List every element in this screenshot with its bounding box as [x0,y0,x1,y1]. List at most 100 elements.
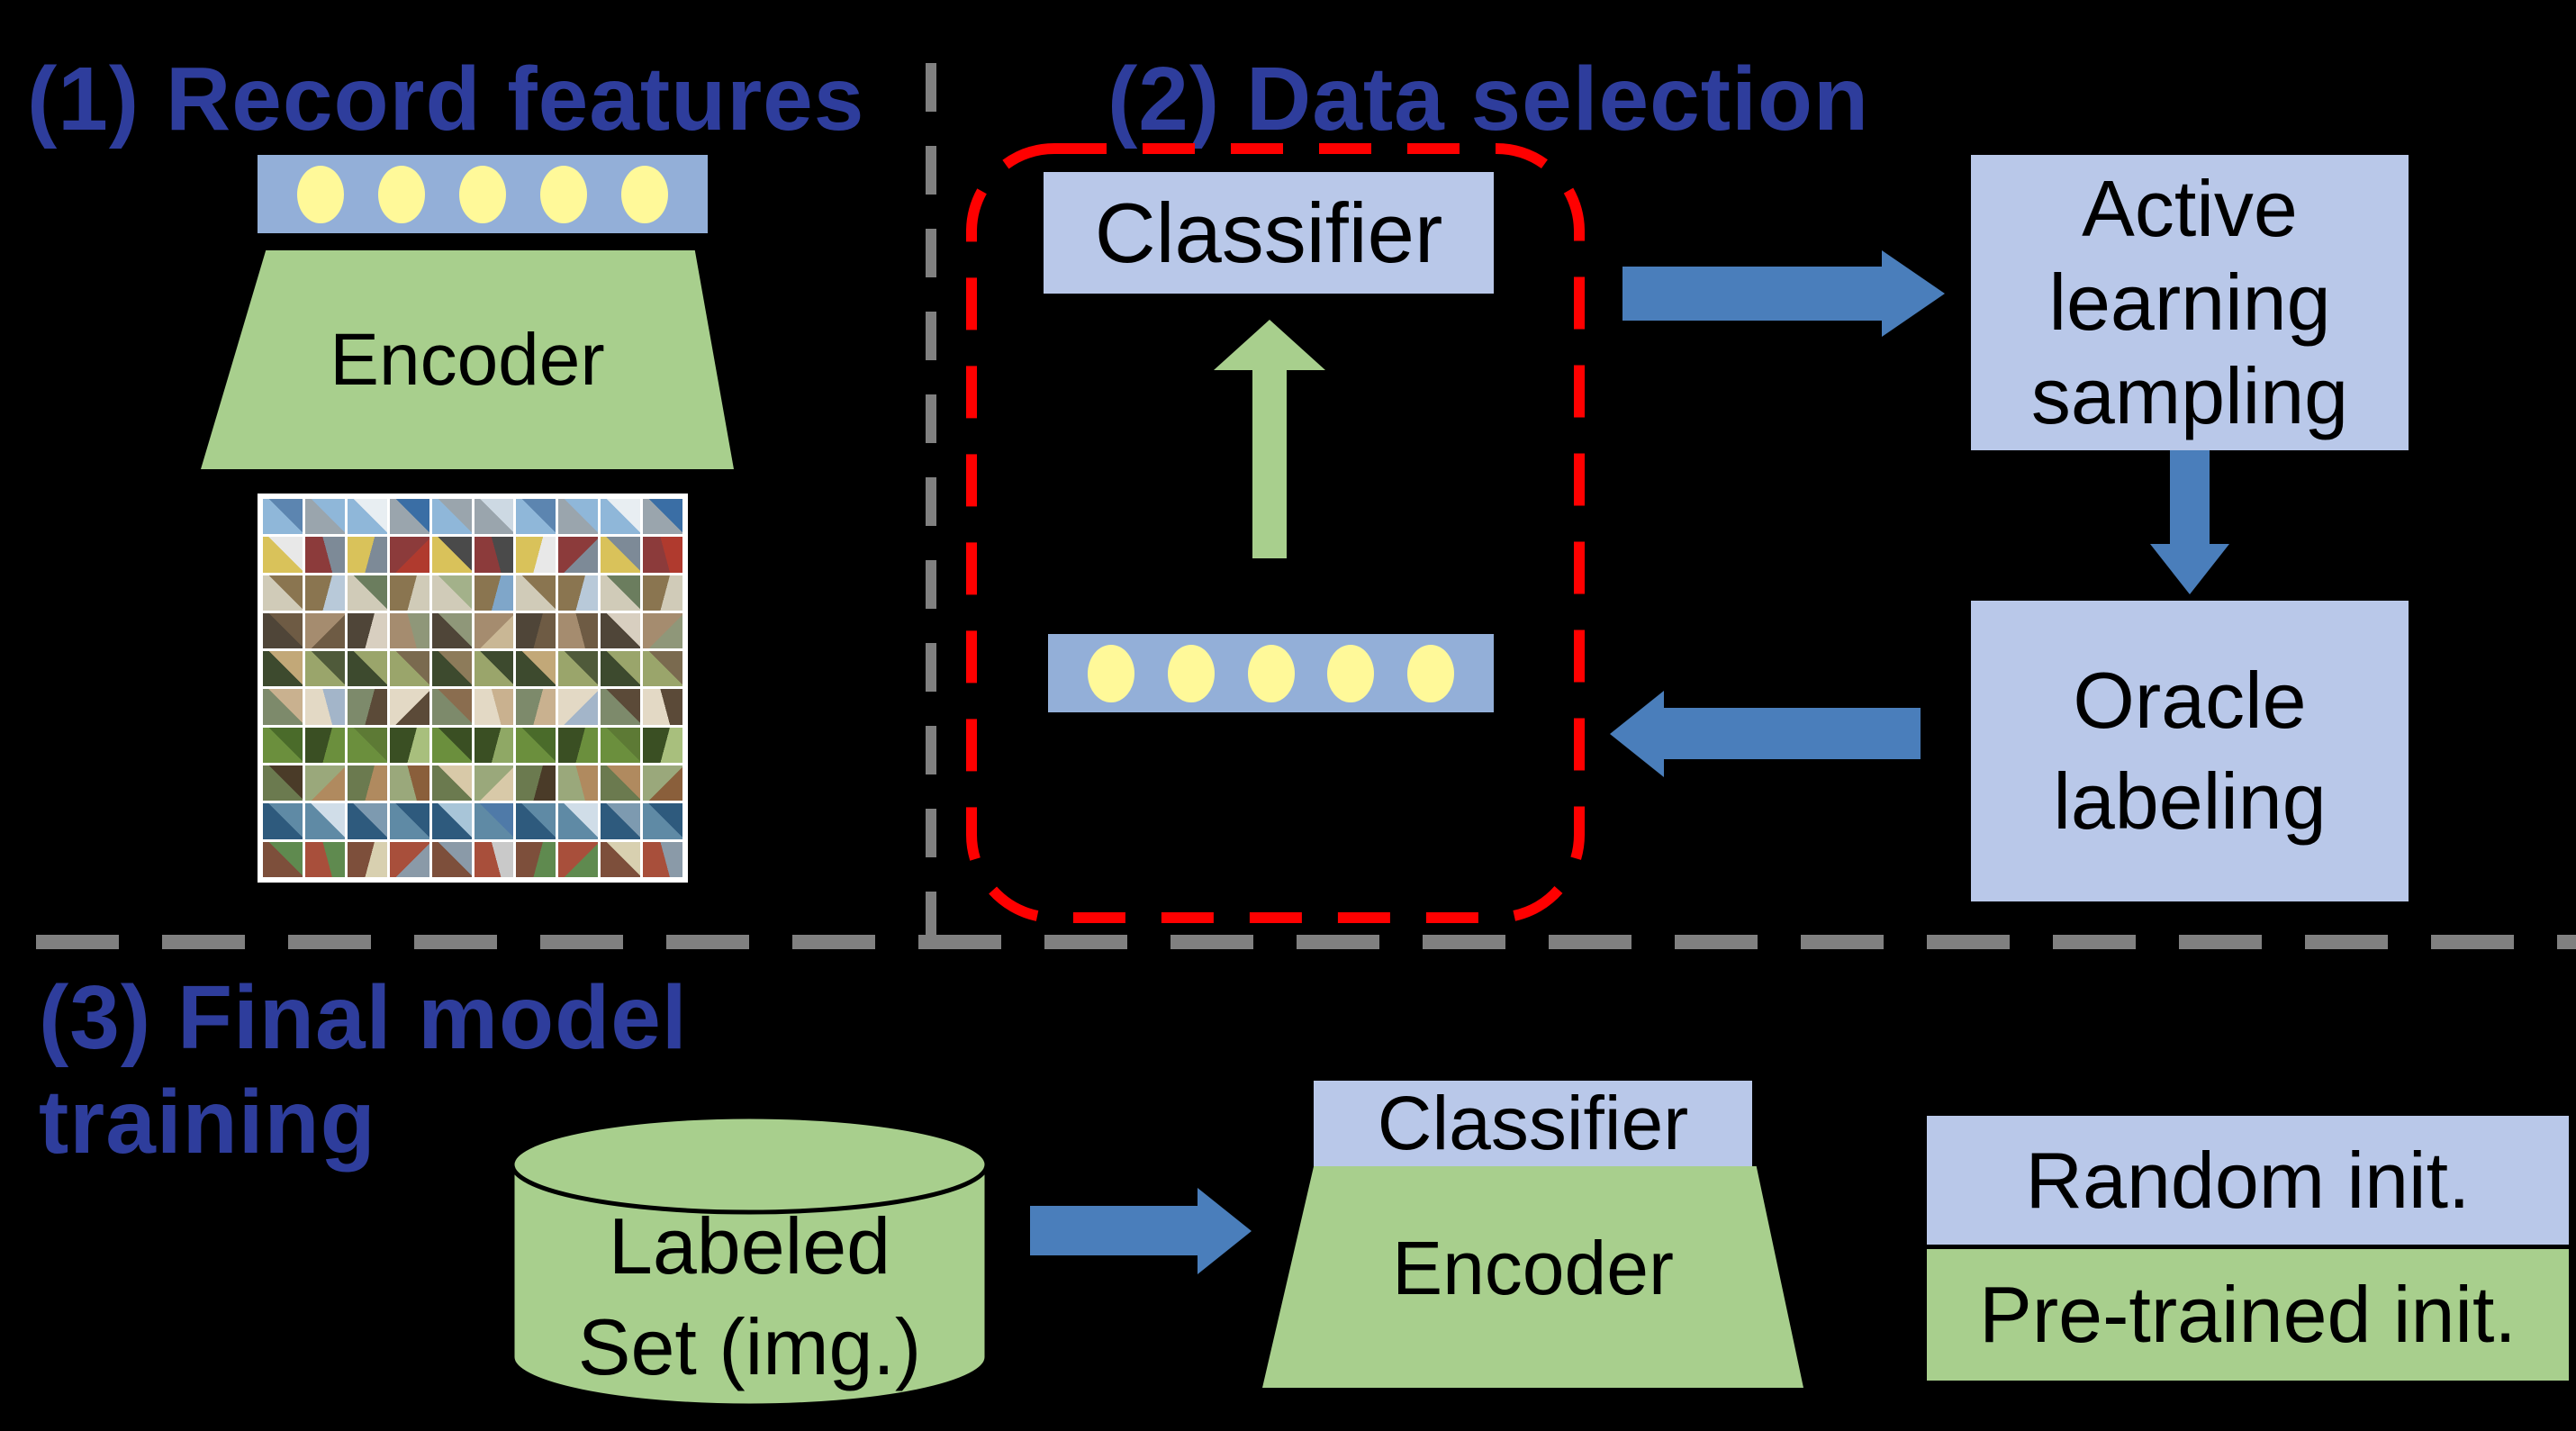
thumbnail-cell [643,575,682,611]
thumbnail-cell [304,803,345,839]
thumbnail-cell [304,537,345,573]
thumbnail-cell [601,612,641,649]
active-learning-sampling-box: Active learning sampling [1971,155,2409,450]
thumbnail-cell [347,651,387,687]
thumbnail-cell [263,689,303,725]
section3-title: (3) Final model training [39,965,688,1174]
selection-loop-dashed-outline [966,143,1585,923]
thumbnail-cell [431,765,472,802]
labeled-set-cylinder [510,1114,990,1408]
thumbnail-cell [347,727,387,764]
arrow-head-right [1198,1188,1252,1274]
arrow-shaft [1252,370,1287,558]
thumbnail-cell [516,612,556,649]
thumbnail-cell [601,765,641,802]
thumbnail-cell [643,841,682,877]
labeled-set-line1: Labeled [608,1201,891,1291]
thumbnail-cell [347,575,387,611]
arrow-features-to-classifier [1214,320,1325,558]
feature-dot [1327,644,1375,702]
thumbnail-cell [263,841,303,877]
feature-vector-bar-1 [258,155,708,233]
thumbnail-cell [347,499,387,535]
thumbnail-cell [516,499,556,535]
thumbnail-cell [474,651,514,687]
thumbnail-cell [558,803,599,839]
section3-title-line2: training [39,1072,376,1173]
thumbnail-cell [304,841,345,877]
classifier-label-loop: Classifier [1094,185,1443,280]
thumbnail-cell [643,689,682,725]
thumbnail-cell [643,803,682,839]
thumbnail-cell [431,841,472,877]
thumbnail-cell [643,612,682,649]
arrow-head-right [1882,250,1945,337]
thumbnail-cell [516,803,556,839]
oracle-labeling-box: Oracle labeling [1971,601,2409,901]
thumbnail-cell [304,689,345,725]
arrow-shaft [1622,267,1882,321]
section3-title-line1: (3) Final model [39,967,688,1068]
legend-pretrained-init-label: Pre-trained init. [1979,1270,2517,1359]
thumbnail-cell [263,803,303,839]
thumbnail-cell [389,803,429,839]
thumbnail-cell [643,727,682,764]
thumbnail-cell [474,841,514,877]
thumbnail-cell [431,727,472,764]
thumbnail-cell [558,612,599,649]
encoder-trapezoid-1: Encoder [201,250,734,469]
classifier-label-final: Classifier [1377,1081,1689,1165]
thumbnail-cell [558,841,599,877]
thumbnail-cell [389,537,429,573]
feature-dot [459,165,506,223]
thumbnail-cell [474,727,514,764]
thumbnail-cell [389,727,429,764]
oracle-labeling-label: Oracle labeling [2053,656,2327,846]
thumbnail-cell [389,841,429,877]
thumbnail-cell [304,765,345,802]
thumbnail-cell [263,575,303,611]
thumbnail-cell [263,727,303,764]
thumbnail-cell [516,841,556,877]
arrow-head-up [1214,320,1325,370]
thumbnail-cell [474,803,514,839]
feature-dot [1247,644,1295,702]
labeled-set-text: Labeled Set (img.) [508,1196,991,1398]
labeled-set-line2: Set (img.) [577,1302,922,1391]
thumbnail-cell [347,803,387,839]
thumbnail-cell [601,803,641,839]
thumbnail-cell [474,575,514,611]
thumbnail-cell [431,575,472,611]
thumbnail-cell [263,765,303,802]
arrow-active-learning-to-oracle [2150,450,2229,594]
arrow-oracle-to-features [1610,691,1921,777]
classifier-box-loop: Classifier [1044,172,1494,294]
thumbnail-cell [304,727,345,764]
thumbnail-cell [431,689,472,725]
vertical-section-divider [926,63,936,944]
encoder-label-final: Encoder [1392,1225,1674,1310]
thumbnail-cell [643,499,682,535]
thumbnail-cell [643,537,682,573]
thumbnail-cell [389,651,429,687]
active-learning-sampling-label: Active learning sampling [2030,164,2349,440]
thumbnail-cell [516,765,556,802]
arrow-classifier-to-active-learning [1622,250,1945,337]
thumbnail-cell [643,651,682,687]
feature-vector-bar-2 [1048,634,1494,712]
thumbnail-cell [347,765,387,802]
thumbnail-cell [304,575,345,611]
thumbnail-cell [474,689,514,725]
thumbnail-cell [558,537,599,573]
legend-pretrained-init: Pre-trained init. [1927,1249,2569,1381]
thumbnail-cell [347,537,387,573]
arrow-labeled-set-to-model [1030,1188,1252,1274]
thumbnail-cell [347,689,387,725]
feature-dot [621,165,668,223]
classifier-box-final: Classifier [1314,1081,1752,1166]
thumbnail-cell [474,612,514,649]
feature-dot [1088,644,1134,702]
thumbnail-cell [516,727,556,764]
thumbnail-cell [601,727,641,764]
thumbnail-cell [643,765,682,802]
